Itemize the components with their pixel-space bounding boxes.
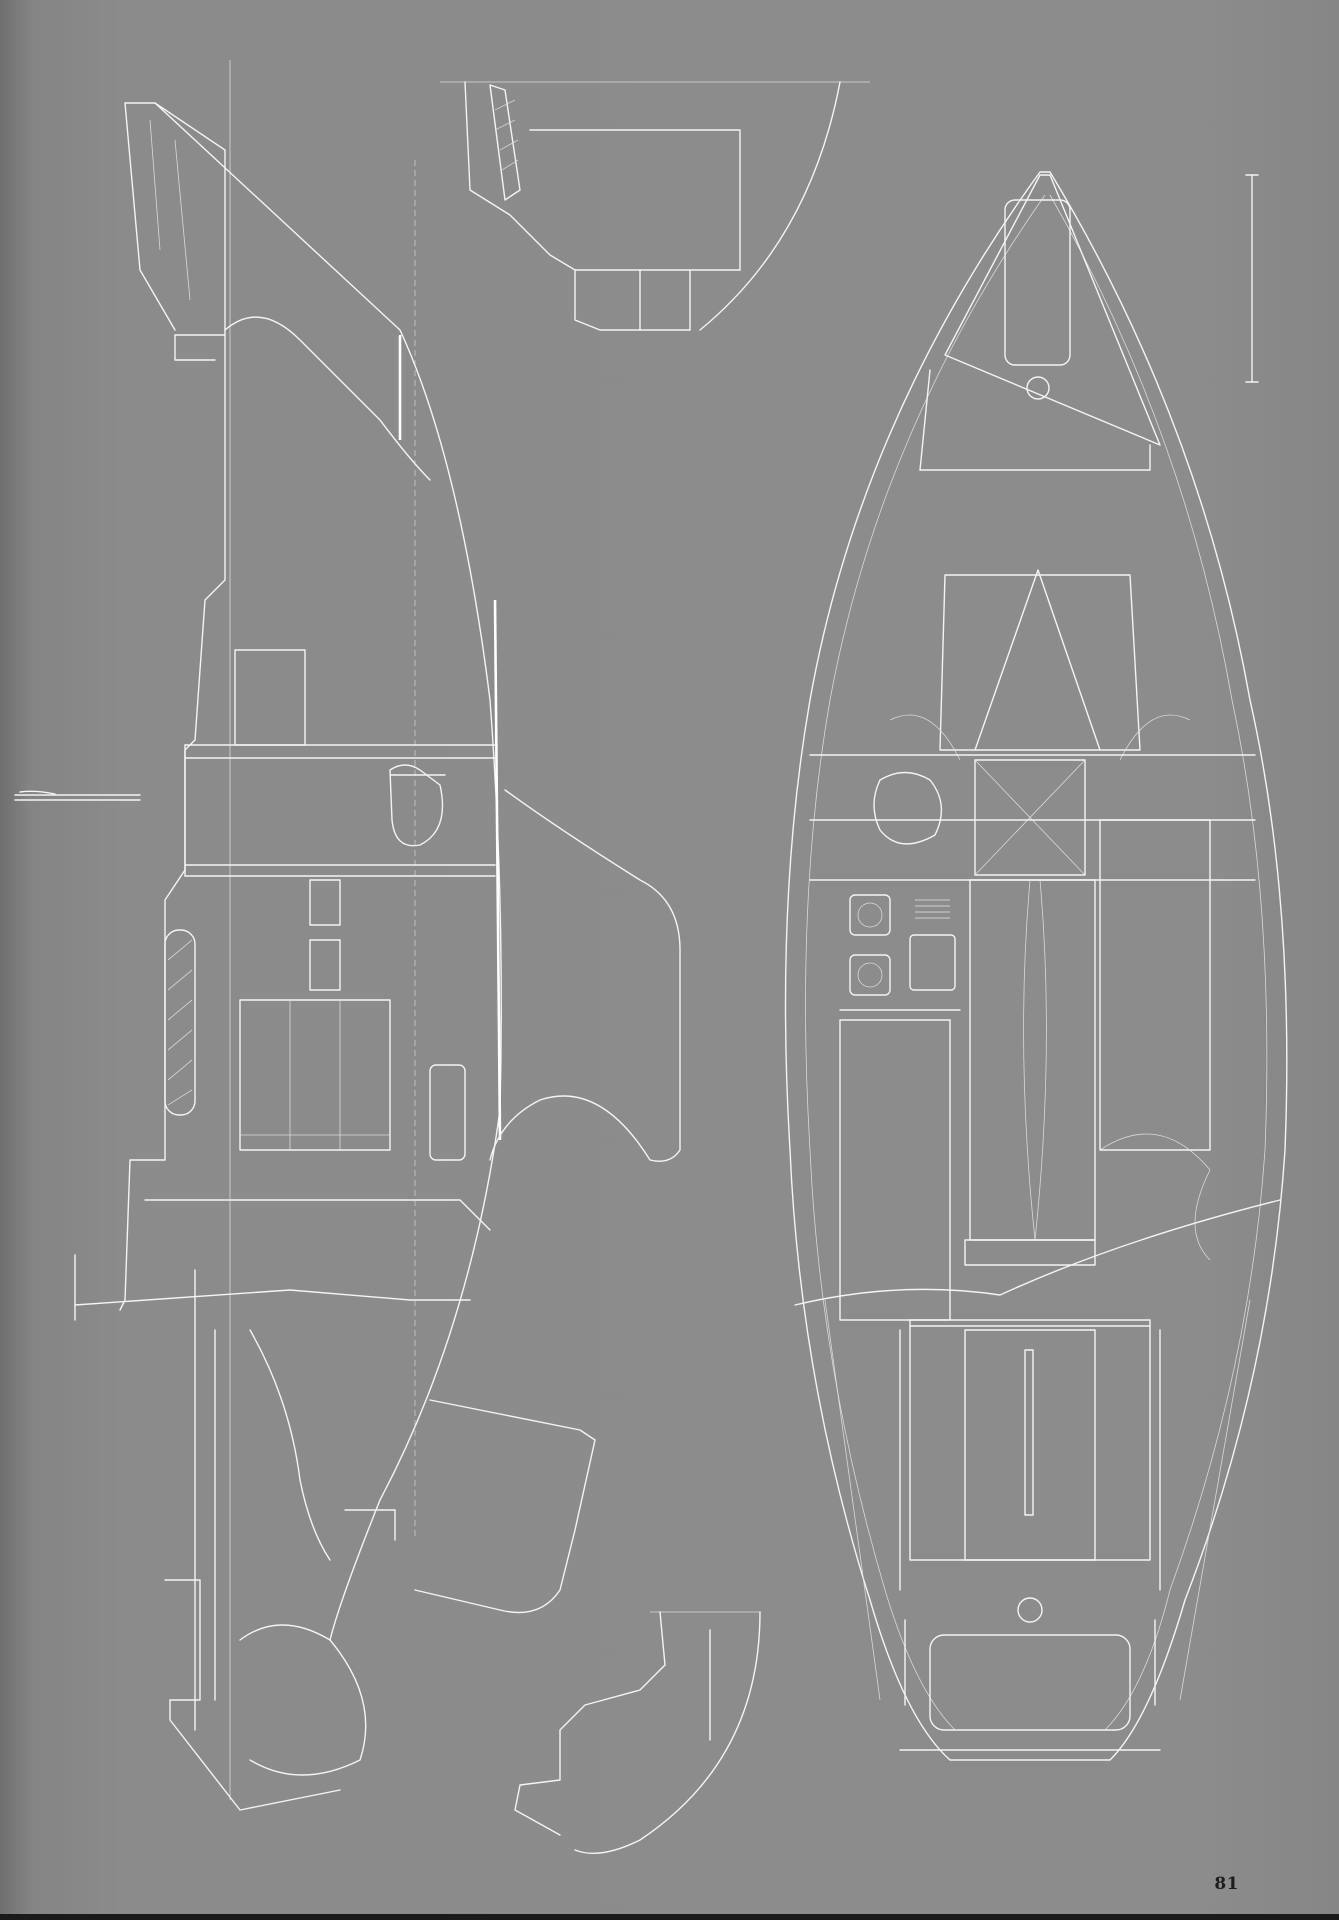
starboard-settee [1099, 819, 1211, 1151]
plan-deck-inner-line [805, 194, 1268, 1731]
galley-cabinet-2 [309, 939, 341, 991]
bow-detail-inner-hull [464, 81, 691, 331]
hull-sheer-line [154, 102, 502, 1641]
scale-bar [1245, 174, 1259, 383]
forepeak-hatch-triangle [944, 174, 1161, 446]
anchor-locker [1004, 199, 1071, 366]
galley-cabinet-1 [309, 879, 341, 926]
head-toilet [389, 764, 444, 847]
galley-drainboard [915, 899, 950, 919]
rudder-stock-pipe [249, 1329, 331, 1561]
stern-deck-fitting [1017, 1597, 1043, 1623]
cockpit-side-decks [824, 1299, 1251, 1701]
cockpit-well [909, 1319, 1151, 1561]
v-berth-cushion-curves [889, 714, 1191, 761]
bow-section-detail [440, 81, 870, 331]
saloon-table-area [969, 879, 1096, 1241]
bow-detail-floor-ribs [639, 269, 691, 331]
stern-fitting [344, 1509, 396, 1541]
porthole-hatching [167, 939, 193, 1106]
cockpit-sole-plan [964, 1329, 1096, 1561]
v-berth-outline [939, 574, 1141, 751]
burner-ring-1 [857, 902, 883, 928]
stern-detail-outer-hull [574, 1611, 761, 1855]
stern-lazarette-hatch [929, 1634, 1131, 1731]
head-cross-lines [974, 759, 1086, 876]
cabin-top-outline [119, 334, 226, 1311]
cabin-cutaway-edge [224, 316, 431, 481]
burner-ring-2 [857, 962, 883, 988]
deck-pipe [1026, 376, 1050, 400]
forepeak-sides [919, 369, 1151, 471]
v-berth-triangle [974, 569, 1101, 751]
plan-head-toilet [873, 771, 943, 845]
port-settee [839, 1019, 951, 1321]
stove-burner-1 [849, 894, 891, 936]
rudder-blade [414, 1399, 596, 1614]
bow-detail-hatching [494, 99, 519, 171]
stern-section-detail [514, 1611, 761, 1855]
pulpit-tip [19, 790, 56, 795]
bulkhead-top-line [184, 744, 496, 759]
starboard-cutaway-edge [1099, 1133, 1211, 1261]
stove-burner-2 [849, 954, 891, 996]
bow-detail-frame [489, 84, 521, 201]
hull-midsection-edge [493, 599, 502, 1141]
waterline [74, 1289, 471, 1306]
bow-detail-bulkhead [529, 129, 741, 271]
cockpit-cutaway-edge [794, 1199, 1281, 1306]
saloon-settee [239, 999, 391, 1151]
profile-section [14, 60, 681, 1811]
cockpit-seat-edges [899, 1329, 1161, 1591]
cockpit-sole [144, 1199, 491, 1231]
bow-inner-lines [149, 119, 191, 301]
bowsprit-pulpit [14, 794, 141, 801]
transom-outline [164, 1579, 341, 1811]
stern-quarter-lines [194, 1269, 216, 1731]
page-number: 81 [1214, 1874, 1239, 1894]
plan-view [784, 171, 1288, 1761]
chart-table [429, 1064, 466, 1161]
bulkhead-bottom-line [184, 864, 496, 877]
galley-sink [909, 934, 956, 991]
stern-cleats [904, 1619, 1156, 1706]
porthole-window [164, 929, 196, 1116]
tiller [1024, 1349, 1034, 1516]
forward-berth-panel [234, 649, 306, 746]
saloon-table-leaf [1023, 879, 1047, 1241]
bow-detail-outer-hull [699, 81, 841, 331]
plan-hull-outline [784, 171, 1288, 1761]
cockpit-locker-outline [239, 1624, 367, 1776]
stern-detail-inner-hull [514, 1611, 666, 1836]
bow-forefoot [124, 102, 176, 331]
head-compartment [974, 759, 1086, 876]
keel-fin [489, 789, 681, 1162]
page-bottom-edge [0, 1914, 1339, 1920]
companionway-step [964, 1239, 1096, 1266]
